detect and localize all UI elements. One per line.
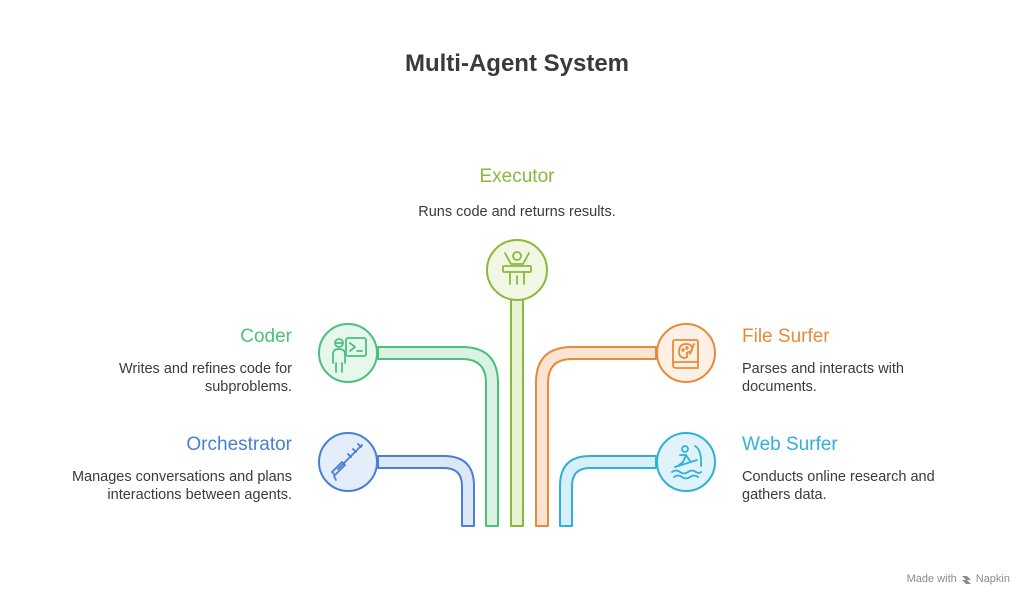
coder-description-line1: Writes and refines code for	[118, 361, 292, 377]
executor-heading: Executor	[479, 166, 555, 187]
orchestrator-description-line1: Manages conversations and plans	[71, 469, 292, 485]
file-surfer-heading: File Surfer	[742, 326, 830, 347]
page-title: Multi-Agent System	[404, 50, 629, 77]
orchestrator-heading: Orchestrator	[186, 434, 292, 455]
web-surfer-connector	[559, 455, 657, 527]
coder-terminal-icon	[332, 337, 367, 373]
coder-heading: Coder	[240, 326, 292, 347]
file-surfer-connector	[535, 346, 657, 527]
web-surfer-node	[656, 432, 716, 492]
coder-connector	[377, 346, 499, 527]
orchestrator-node	[318, 432, 378, 492]
executor-description: Runs code and returns results.	[418, 204, 616, 220]
book-palette-icon	[672, 339, 699, 369]
person-podium-icon	[502, 251, 532, 285]
file-surfer-node	[656, 323, 716, 383]
coder-node	[318, 323, 378, 383]
web-surfer-description-line1: Conducts online research and	[742, 469, 935, 485]
footer-label: Made with	[906, 573, 957, 585]
file-surfer-description-line2: documents.	[742, 379, 817, 395]
baton-icon	[331, 443, 363, 481]
web-surfer-heading: Web Surfer	[742, 434, 838, 455]
made-with-napkin-footer: Made with Napkin	[907, 573, 1010, 585]
surfer-wave-icon	[671, 445, 703, 480]
napkin-logo-icon	[961, 575, 971, 584]
executor-connector	[510, 297, 524, 527]
coder-description-line2: subproblems.	[204, 379, 292, 395]
orchestrator-description-line2: interactions between agents.	[107, 487, 292, 503]
footer-brand: Napkin	[975, 573, 1010, 585]
web-surfer-description-line2: gathers data.	[742, 487, 827, 503]
file-surfer-description-line1: Parses and interacts with	[742, 361, 904, 377]
orchestrator-connector	[377, 455, 475, 527]
executor-node	[486, 239, 548, 301]
